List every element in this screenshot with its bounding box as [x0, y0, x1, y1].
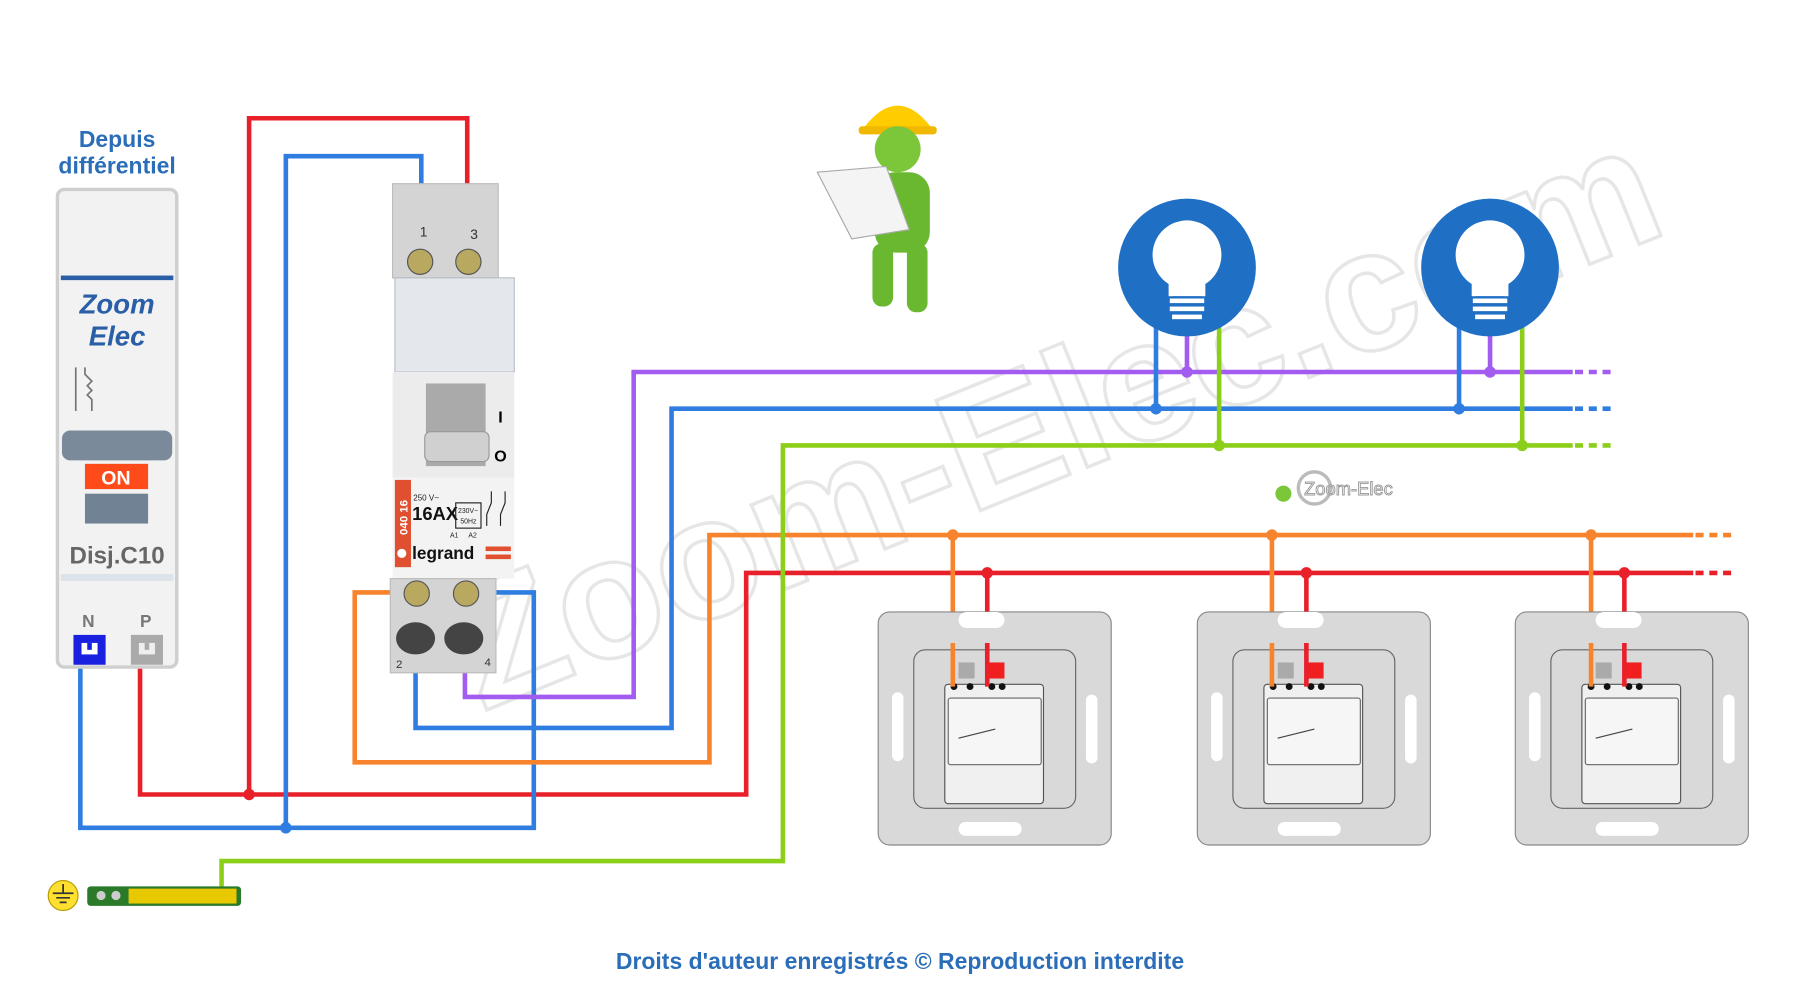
contactor-coil-a1: A1 — [450, 532, 459, 539]
earth-terminal-bar — [47, 880, 242, 912]
breaker-toggle[interactable] — [61, 430, 173, 461]
contactor-reference: 040 16 — [399, 500, 411, 535]
breaker-brand-line2: Elec — [89, 321, 146, 352]
light-bulb-icon — [1152, 220, 1222, 320]
neutral-wire-main — [78, 590, 537, 831]
contactor-coil-freq: 50Hz — [460, 519, 477, 526]
phase-wire-main — [137, 570, 1694, 797]
lamp-1 — [1118, 198, 1256, 337]
source-label-line2: différentiel — [58, 152, 175, 178]
source-label-line1: Depuis — [79, 126, 156, 152]
earth-icon — [47, 880, 79, 912]
push-button-1[interactable] — [877, 611, 1112, 846]
breaker-symbol-icon — [74, 367, 94, 412]
contactor-voltage: 250 V~ — [413, 494, 439, 503]
contactor-terminal-1-label: 1 — [420, 225, 428, 240]
contactor-rating: 16AX — [412, 503, 459, 524]
circuit-breaker: Zoom Elec ON Disj.C10 N P — [55, 187, 179, 669]
phase-wire-contactor — [246, 115, 470, 795]
push-button-2[interactable] — [1196, 611, 1431, 846]
light-bulb-icon — [1455, 220, 1525, 320]
contactor: 1 3 I O 040 16 250 V~ 16AX 230V~ 50Hz A1… — [389, 183, 515, 674]
breaker-brand-line1: Zoom — [79, 288, 155, 319]
contactor-terminal-3-label: 3 — [470, 227, 478, 242]
contactor-on-mark: I — [498, 409, 502, 427]
neutral-wire-contactor — [283, 153, 424, 828]
contactor-terminal-4-label: 4 — [484, 657, 491, 669]
logo-text: Zoom-Elec — [1304, 478, 1393, 499]
contactor-manual-lever[interactable] — [424, 431, 490, 463]
copyright-footer: Droits d'auteur enregistrés © Reproducti… — [616, 948, 1184, 974]
zoom-elec-logo: Zoom-Elec — [1275, 470, 1393, 506]
junction-dots — [243, 366, 1631, 834]
worker-figure — [816, 105, 937, 313]
contactor-terminal-2-label: 2 — [396, 659, 402, 671]
contactor-coil-voltage: 230V~ — [458, 508, 478, 515]
lamp-return-wire — [462, 369, 1573, 700]
contact-symbol-icon — [486, 491, 506, 526]
earth-wire — [219, 443, 1573, 887]
terminal-n-label: N — [82, 611, 94, 631]
contactor-off-mark: O — [494, 448, 506, 466]
continuation-dashes — [1575, 369, 1734, 576]
control-wire — [352, 532, 1694, 765]
breaker-model: Disj.C10 — [70, 543, 165, 570]
neutral-wire-lamps — [413, 406, 1573, 731]
terminal-p-label: P — [140, 611, 151, 631]
contactor-brand: legrand — [412, 543, 474, 563]
breaker-state: ON — [101, 467, 130, 489]
push-button-3[interactable] — [1514, 611, 1749, 846]
contactor-coil-a2: A2 — [468, 532, 477, 539]
lamp-2 — [1421, 198, 1559, 337]
